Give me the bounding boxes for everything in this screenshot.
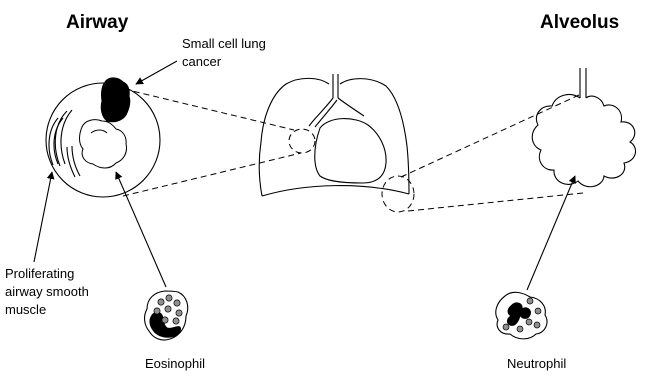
alveolus-title: Alveolus xyxy=(540,12,619,33)
neutrophil-granule xyxy=(527,298,533,304)
neutrophil-granule xyxy=(503,324,509,330)
eosinophil-label: Eosinophil xyxy=(145,356,205,371)
alveolus-upper-connector xyxy=(401,95,579,177)
neutrophil-cell xyxy=(496,292,547,339)
eosinophil-granule xyxy=(174,300,180,306)
smooth-muscle-band-6 xyxy=(72,146,80,176)
airway-lower-connector xyxy=(123,153,301,196)
small-cell-pointer-arrow xyxy=(136,61,177,84)
right-bronchus xyxy=(338,98,364,116)
lungs-illustration xyxy=(259,74,414,212)
eosinophil-pointer-arrow xyxy=(116,172,166,287)
smooth-muscle-label-line-3: muscle xyxy=(5,302,46,317)
eosinophil-granule xyxy=(166,295,172,301)
heart-outline xyxy=(315,119,386,183)
eosinophil-cell xyxy=(145,291,188,340)
neutrophil-granule xyxy=(534,322,540,328)
neutrophil-granule xyxy=(526,319,532,325)
alveolus-outline xyxy=(532,95,635,187)
eosinophil-granule xyxy=(173,318,179,324)
eosinophil-granule xyxy=(162,317,168,323)
neutrophil-granule xyxy=(535,308,541,314)
airway-title: Airway xyxy=(66,12,129,33)
smooth-muscle-label-line-2: airway smooth xyxy=(5,284,89,299)
left-bronchus-outer xyxy=(309,98,333,126)
eosinophil-granule xyxy=(165,306,171,312)
neutrophil-pointer-arrow xyxy=(527,176,575,290)
small-cell-tumor xyxy=(101,78,130,122)
smooth-muscle-label-line-1: Proliferating xyxy=(5,266,74,281)
eosinophil-granule xyxy=(154,308,160,314)
smooth-muscle-pointer-arrow xyxy=(34,172,52,262)
small-cell-label-line-2: cancer xyxy=(182,54,222,69)
left-lung-outline xyxy=(259,78,329,196)
airway-highlight xyxy=(289,129,315,153)
small-cell-label-line-1: Small cell lung xyxy=(182,36,266,51)
eosinophil-granule xyxy=(158,299,164,305)
alveolus-lower-connector xyxy=(408,193,583,211)
eosinophil-nucleus xyxy=(150,313,181,338)
neutrophil-granule xyxy=(517,326,523,332)
smooth-muscle-band-3 xyxy=(49,118,58,165)
diaphragm xyxy=(262,186,409,196)
right-lung-outline xyxy=(340,79,409,194)
airway-lumen xyxy=(80,120,127,168)
airway-magnified-view xyxy=(46,78,160,197)
neutrophil-label: Neutrophil xyxy=(507,356,566,371)
alveolus-magnified-view xyxy=(532,68,635,187)
eosinophil-granule xyxy=(176,310,182,316)
